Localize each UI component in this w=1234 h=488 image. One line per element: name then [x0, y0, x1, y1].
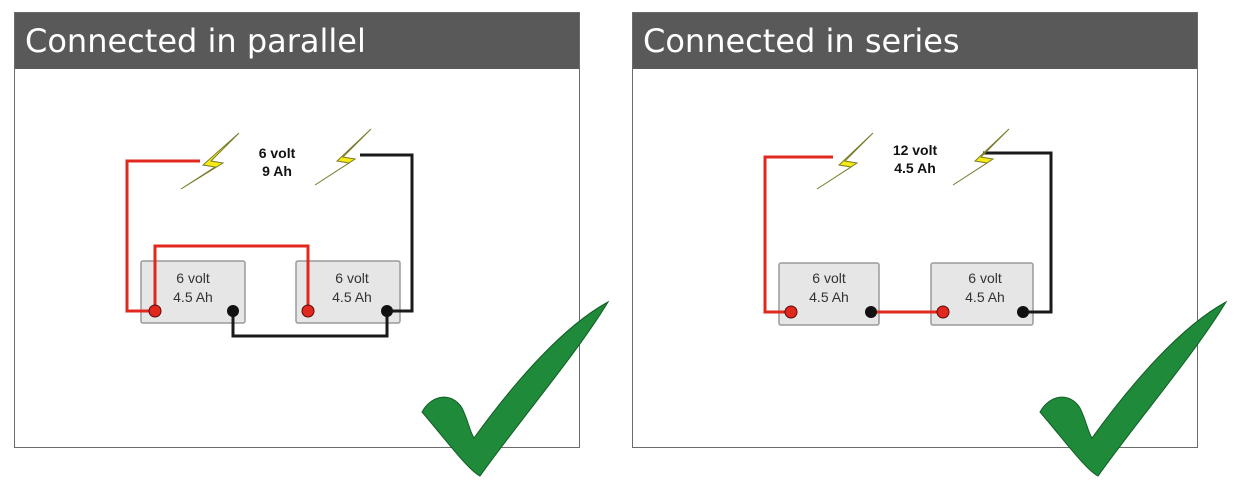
negative-wire [360, 153, 414, 313]
lightning-bolt-icon [314, 128, 372, 186]
negative-wire [983, 151, 1053, 314]
battery-1-capacity: 4.5 Ah [173, 289, 213, 305]
output-voltage: 12 volt [893, 142, 938, 158]
parallel-circuit-diagram: 6 volt 4.5 Ah 6 volt 4.5 Ah 6 volt 9 Ah [125, 128, 414, 338]
battery-2: 6 volt 4.5 Ah [295, 260, 401, 324]
series-circuit-diagram: 6 volt 4.5 Ah 6 volt 4.5 Ah 12 volt 4.5 … [763, 128, 1053, 326]
negative-terminal-2 [381, 305, 393, 317]
positive-wire [125, 159, 200, 313]
lightning-bolt-icon [952, 128, 1010, 186]
output-capacity: 9 Ah [262, 163, 292, 179]
panel-parallel: Connected in parallel 6 volt 4.5 Ah 6 vo… [14, 12, 580, 448]
battery-1-voltage: 6 volt [812, 270, 846, 286]
battery-2: 6 volt 4.5 Ah [930, 262, 1034, 326]
lightning-bolt-icon [180, 132, 240, 190]
negative-terminal-2 [1017, 306, 1029, 318]
negative-bridge-wire [231, 311, 389, 338]
lightning-bolt-icon [816, 132, 874, 190]
positive-bridge-wire [153, 244, 310, 311]
battery-2-voltage: 6 volt [335, 270, 369, 286]
positive-terminal-2 [301, 304, 315, 318]
battery-1: 6 volt 4.5 Ah [778, 262, 880, 326]
positive-terminal-1 [148, 304, 162, 318]
battery-1-voltage: 6 volt [176, 270, 210, 286]
battery-2-voltage: 6 volt [968, 270, 1002, 286]
panel-series: Connected in series 6 volt 4.5 Ah 6 volt… [632, 12, 1198, 448]
battery-1: 6 volt 4.5 Ah [140, 260, 246, 324]
positive-terminal-1 [784, 305, 798, 319]
checkmark-icon [1039, 300, 1228, 477]
negative-terminal-1 [227, 305, 239, 317]
panel-title-parallel: Connected in parallel [15, 13, 579, 69]
battery-2-capacity: 4.5 Ah [965, 289, 1005, 305]
positive-wire [763, 155, 833, 314]
battery-2-capacity: 4.5 Ah [332, 289, 372, 305]
output-capacity: 4.5 Ah [894, 160, 936, 176]
checkmark-icon [421, 300, 610, 477]
panel-title-series: Connected in series [633, 13, 1197, 69]
output-voltage: 6 volt [259, 145, 296, 161]
negative-terminal-1 [865, 306, 877, 318]
positive-terminal-2 [936, 305, 950, 319]
battery-1-capacity: 4.5 Ah [809, 289, 849, 305]
